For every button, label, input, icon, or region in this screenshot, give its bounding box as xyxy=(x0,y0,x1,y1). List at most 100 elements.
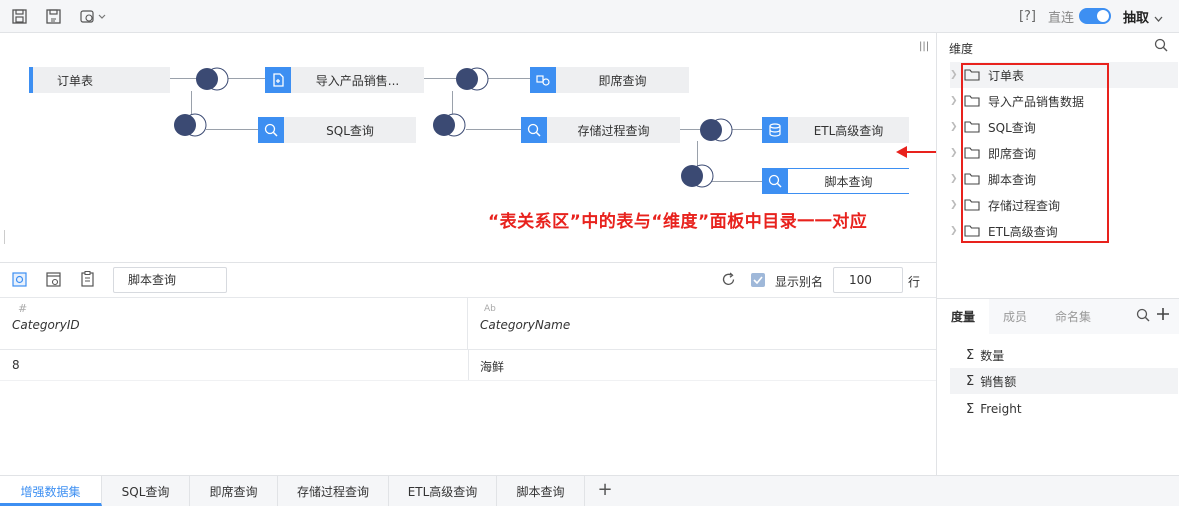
tab-adhoc-query[interactable]: 即席查询 xyxy=(190,476,278,506)
table-cell: 海鲜 xyxy=(480,360,505,374)
chevron-down-icon[interactable] xyxy=(1154,12,1163,26)
tab-etl-query[interactable]: ETL高级查询 xyxy=(389,476,497,506)
resize-handle[interactable] xyxy=(4,230,5,244)
adhoc-query-icon xyxy=(530,67,556,93)
save-icon[interactable] xyxy=(11,8,27,24)
preview-data-icon[interactable] xyxy=(12,272,27,290)
row-unit-label: 行 xyxy=(908,275,921,289)
connector xyxy=(697,141,698,169)
dimension-item[interactable]: ❯ 脚本查询 xyxy=(950,172,1037,187)
connector xyxy=(170,78,200,79)
extract-label[interactable]: 抽取 xyxy=(1122,11,1149,26)
connector xyxy=(466,129,521,130)
chevron-right-icon[interactable]: ❯ xyxy=(950,200,958,210)
direct-extract-toggle[interactable] xyxy=(1079,8,1111,24)
connector xyxy=(712,181,762,182)
tab-sql-query[interactable]: SQL查询 xyxy=(102,476,190,506)
save-as-icon[interactable] xyxy=(45,8,61,24)
dataset-tabs: 增强数据集 SQL查询 即席查询 存储过程查询 ETL高级查询 脚本查询 + xyxy=(0,475,1179,506)
connector xyxy=(680,129,700,130)
connector xyxy=(424,78,456,79)
dimension-title: 维度 xyxy=(949,42,974,56)
data-table-header: # CategoryID Ab CategoryName xyxy=(0,297,936,350)
table-icon xyxy=(29,67,33,93)
refresh-icon[interactable] xyxy=(721,272,736,290)
connector xyxy=(732,129,762,130)
table-node-adhoc[interactable]: 即席查询 xyxy=(530,67,689,93)
dimension-item[interactable]: ❯ ETL高级查询 xyxy=(950,224,1058,239)
add-tab-button[interactable]: + xyxy=(597,479,613,500)
search-icon[interactable] xyxy=(1136,308,1150,325)
text-type-icon: Ab xyxy=(484,304,496,314)
connector xyxy=(206,129,258,130)
connector xyxy=(452,91,453,118)
table-node-orders[interactable]: 订单表 xyxy=(29,67,170,93)
column-header[interactable]: Ab CategoryName xyxy=(480,304,571,332)
left-join-icon[interactable] xyxy=(698,117,734,143)
folder-icon xyxy=(964,95,980,107)
annotation-highlight-box xyxy=(961,63,1109,243)
folder-icon xyxy=(964,199,980,211)
tab-enhanced-dataset[interactable]: 增强数据集 xyxy=(0,476,102,506)
dataset-name-input[interactable]: 脚本查询 xyxy=(113,267,227,293)
folder-icon xyxy=(964,147,980,159)
number-type-icon: # xyxy=(18,302,28,315)
folder-icon xyxy=(964,69,980,81)
connector xyxy=(228,78,265,79)
show-alias-label: 显示别名 xyxy=(775,275,824,289)
help-link[interactable]: [?] xyxy=(1018,9,1036,24)
row-divider xyxy=(0,380,936,381)
folder-icon xyxy=(964,121,980,133)
dimension-item[interactable]: ❯ 存储过程查询 xyxy=(950,198,1061,213)
direct-connect-label: 直连 xyxy=(1047,11,1074,26)
tab-script-query[interactable]: 脚本查询 xyxy=(497,476,585,506)
chevron-right-icon[interactable]: ❯ xyxy=(950,122,958,132)
calc-field-icon[interactable] xyxy=(46,272,61,290)
chevron-right-icon[interactable]: ❯ xyxy=(950,70,958,80)
connector xyxy=(488,78,530,79)
tab-members[interactable]: 成员 xyxy=(1003,309,1028,324)
table-relation-area: ||| 订单表 导入产品销售... 即席查询 SQL查询 存储过程查询 ETL高… xyxy=(0,33,950,263)
dimension-item[interactable]: ❯ 导入产品销售数据 xyxy=(950,94,1085,109)
script-query-icon xyxy=(762,168,788,194)
connector xyxy=(191,91,192,118)
measure-item[interactable]: Σ 销售额 xyxy=(950,368,1178,394)
column-header[interactable]: # CategoryID xyxy=(0,298,468,350)
tab-procedure-query[interactable]: 存储过程查询 xyxy=(278,476,389,506)
left-join-icon[interactable] xyxy=(679,163,715,189)
field-panel xyxy=(936,33,1179,475)
add-icon[interactable] xyxy=(1156,307,1170,324)
sql-query-icon xyxy=(258,117,284,143)
folder-icon xyxy=(964,225,980,237)
etl-query-icon xyxy=(762,117,788,143)
measure-item[interactable]: Σ 数量 xyxy=(966,347,1005,363)
sigma-icon: Σ xyxy=(966,347,975,363)
show-alias-checkbox[interactable] xyxy=(751,273,765,287)
left-join-icon[interactable] xyxy=(194,66,230,92)
settings-dropdown-icon[interactable] xyxy=(79,8,109,24)
dimension-item[interactable]: ❯ 即席查询 xyxy=(950,146,1037,161)
chevron-right-icon[interactable]: ❯ xyxy=(950,148,958,158)
table-node-import[interactable]: 导入产品销售... xyxy=(265,67,424,93)
chevron-right-icon[interactable]: ❯ xyxy=(950,174,958,184)
chevron-right-icon[interactable]: ❯ xyxy=(950,96,958,106)
table-node-sql[interactable]: SQL查询 xyxy=(258,117,416,143)
tab-measure[interactable]: 度量 xyxy=(937,298,990,335)
left-join-icon[interactable] xyxy=(172,112,208,138)
import-icon xyxy=(265,67,291,93)
left-join-icon[interactable] xyxy=(431,112,467,138)
sql-view-icon[interactable] xyxy=(80,271,95,290)
table-node-etl[interactable]: ETL高级查询 xyxy=(762,117,909,143)
dimension-item[interactable]: ❯ 订单表 xyxy=(950,62,1178,88)
search-icon[interactable] xyxy=(1154,38,1168,55)
columns-toggle-icon[interactable]: ||| xyxy=(919,41,930,52)
tab-named-sets[interactable]: 命名集 xyxy=(1055,309,1092,324)
chevron-right-icon[interactable]: ❯ xyxy=(950,226,958,236)
row-count-input[interactable]: 100 xyxy=(833,267,903,293)
left-join-icon[interactable] xyxy=(454,66,490,92)
measure-item[interactable]: Σ Freight xyxy=(966,401,1022,417)
sigma-icon: Σ xyxy=(966,373,975,389)
table-node-procedure[interactable]: 存储过程查询 xyxy=(521,117,680,143)
dimension-item[interactable]: ❯ SQL查询 xyxy=(950,120,1036,135)
table-node-script[interactable]: 脚本查询 xyxy=(762,168,909,194)
